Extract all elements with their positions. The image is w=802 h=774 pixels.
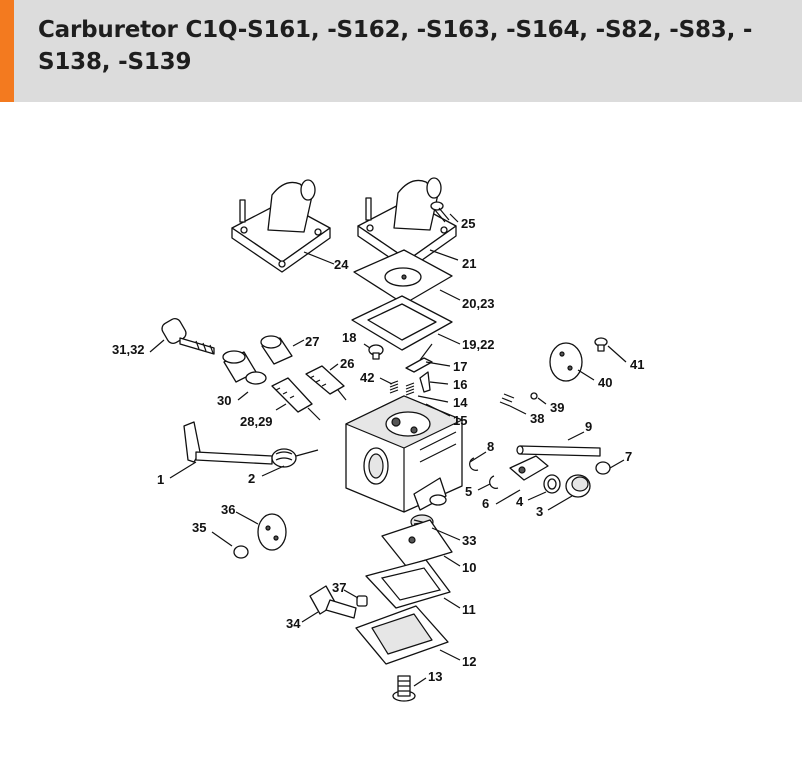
callout-12: 12 (462, 654, 476, 669)
part-10-diaphragm[interactable] (381, 519, 453, 567)
callout-21: 21 (462, 256, 476, 271)
callout-7: 7 (625, 449, 632, 464)
callout-20-23: 20,23 (462, 296, 495, 311)
callout-41: 41 (630, 357, 644, 372)
part-40-plate[interactable] (549, 342, 583, 382)
part-17-lever[interactable] (405, 343, 433, 373)
part-4-washer[interactable] (543, 474, 561, 494)
callout-14: 14 (453, 395, 468, 410)
callout-24: 24 (334, 257, 349, 272)
callout-16: 16 (453, 377, 467, 392)
callout-1: 1 (157, 472, 164, 487)
part-9-choke-shaft[interactable] (516, 445, 601, 457)
callout-15: 15 (453, 413, 467, 428)
part-42-spring[interactable] (389, 380, 399, 394)
callout-30: 30 (217, 393, 231, 408)
part-38-spring[interactable] (499, 393, 515, 407)
part-14-spring[interactable] (405, 382, 415, 396)
callout-35: 35 (192, 520, 206, 535)
callout-38: 38 (530, 411, 544, 426)
callout-19-22: 19,22 (462, 337, 495, 352)
callout-6: 6 (482, 496, 489, 511)
page-title: Carburetor C1Q-S161, -S162, -S163, -S164… (38, 17, 753, 75)
part-39-ball[interactable] (530, 392, 538, 400)
callout-31-32: 31,32 (112, 342, 145, 357)
part-35-screw[interactable] (233, 545, 249, 559)
callout-25: 25 (461, 216, 475, 231)
part-34-fitting[interactable] (309, 585, 357, 619)
callout-17: 17 (453, 359, 467, 374)
part-25-screw[interactable] (430, 201, 450, 223)
part-18-screw[interactable] (368, 344, 384, 360)
part-19-22-gasket[interactable] (351, 295, 453, 351)
callout-26: 26 (340, 356, 354, 371)
callout-labels: 24 21 25 20,23 19,22 18 17 16 42 14 15 3… (112, 216, 644, 684)
part-26-adjust-screw[interactable] (305, 365, 347, 401)
callout-9: 9 (585, 419, 592, 434)
callout-13: 13 (428, 669, 442, 684)
callout-4: 4 (516, 494, 524, 509)
part-28-29-adjust-screw[interactable] (271, 377, 321, 421)
callout-10: 10 (462, 560, 476, 575)
callout-28-29: 28,29 (240, 414, 273, 429)
callout-27: 27 (305, 334, 319, 349)
callout-33: 33 (462, 533, 476, 548)
callout-5: 5 (465, 484, 472, 499)
carburetor-body (345, 395, 463, 513)
part-2-torsion-spring[interactable] (271, 448, 319, 468)
part-30-limiter-cap[interactable] (222, 350, 267, 385)
part-27-limiter-cap[interactable] (260, 335, 293, 365)
part-36-plate[interactable] (257, 513, 287, 551)
callout-2: 2 (248, 471, 255, 486)
part-6-choke-lever[interactable] (509, 455, 549, 481)
part-20-23-diaphragm[interactable] (353, 249, 453, 305)
part-37-sleeve[interactable] (356, 595, 368, 607)
part-3-knob[interactable] (565, 474, 591, 498)
leader-lines (149, 213, 627, 687)
callout-36: 36 (221, 502, 235, 517)
part-11-gasket[interactable] (365, 559, 451, 609)
callout-18: 18 (342, 330, 356, 345)
part-12-cover[interactable] (355, 605, 449, 665)
callout-8: 8 (487, 439, 494, 454)
callout-39: 39 (550, 400, 564, 415)
header-accent-bar (0, 0, 14, 102)
callout-42: 42 (360, 370, 374, 385)
page-header: Carburetor C1Q-S161, -S162, -S163, -S164… (0, 0, 802, 102)
part-16-needle[interactable] (419, 371, 431, 393)
callout-40: 40 (598, 375, 612, 390)
part-31-32-adjust-screw[interactable] (160, 316, 215, 355)
part-24-cover[interactable] (231, 179, 331, 273)
part-7-screw[interactable] (595, 461, 611, 475)
part-8-circlip[interactable] (469, 457, 479, 471)
part-1-throttle-shaft[interactable] (183, 421, 273, 465)
part-5-circlip[interactable] (489, 475, 499, 489)
part-13-screw[interactable] (392, 675, 416, 702)
callout-11: 11 (462, 602, 476, 617)
callout-37: 37 (332, 580, 346, 595)
part-41-screw[interactable] (594, 337, 608, 352)
callout-3: 3 (536, 504, 543, 519)
callout-34: 34 (286, 616, 301, 631)
